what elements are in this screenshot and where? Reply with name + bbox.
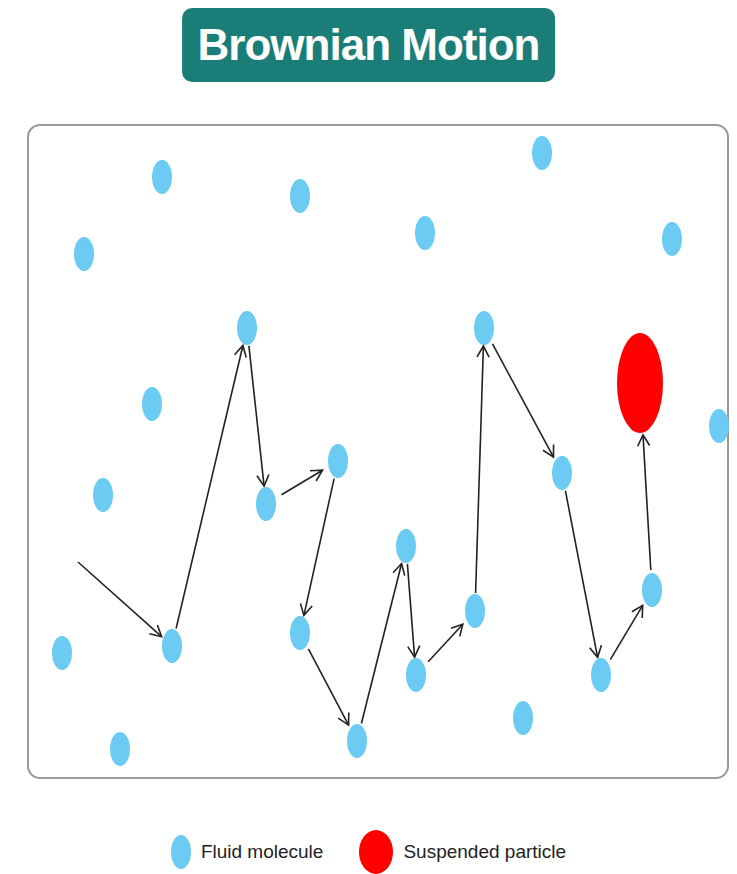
fluid-molecule (591, 658, 611, 692)
motion-arrow (493, 344, 554, 457)
motion-arrow (282, 470, 323, 495)
fluid-molecule (93, 478, 113, 512)
fluid-molecule (74, 237, 94, 271)
legend: Fluid molecule Suspended particle (0, 830, 737, 874)
legend-item: Fluid molecule (171, 835, 324, 869)
motion-arrow (476, 346, 484, 593)
motion-arrow (249, 346, 264, 486)
fluid-molecule (290, 616, 310, 650)
legend-text: Suspended particle (403, 841, 566, 863)
legend-swatch (171, 835, 191, 869)
fluid-molecule (52, 636, 72, 670)
motion-arrow (176, 346, 243, 629)
fluid-molecule (552, 456, 572, 490)
legend-text: Fluid molecule (201, 841, 324, 863)
fluid-molecule (152, 160, 172, 194)
fluid-molecule (474, 311, 494, 345)
motion-arrow (78, 562, 162, 637)
motion-arrow (407, 564, 414, 657)
motion-arrow (304, 479, 334, 616)
fluid-molecule (110, 732, 130, 766)
fluid-molecule (237, 311, 257, 345)
motion-arrow (308, 649, 348, 725)
motion-arrow (565, 491, 597, 658)
fluid-molecule (256, 487, 276, 521)
fluid-molecule (642, 573, 662, 607)
fluid-molecule (513, 701, 533, 735)
fluid-container (28, 125, 728, 778)
legend-item: Suspended particle (359, 830, 566, 874)
motion-arrow (361, 564, 401, 724)
title-banner: Brownian Motion (182, 8, 556, 82)
motion-arrow (643, 435, 651, 570)
fluid-molecule (662, 222, 682, 256)
fluid-molecule (290, 179, 310, 213)
motion-arrow (610, 605, 642, 659)
fluid-molecule (415, 216, 435, 250)
motion-arrow (428, 624, 463, 662)
fluid-molecule (465, 594, 485, 628)
fluid-molecule (328, 444, 348, 478)
suspended-particle (617, 333, 663, 433)
fluid-molecule (709, 409, 729, 443)
fluid-molecule (162, 629, 182, 663)
fluid-molecule (347, 724, 367, 758)
fluid-molecule (532, 136, 552, 170)
fluid-molecule (142, 387, 162, 421)
fluid-molecule (396, 529, 416, 563)
fluid-molecule (406, 658, 426, 692)
legend-swatch (359, 830, 393, 874)
title: Brownian Motion (198, 16, 540, 74)
